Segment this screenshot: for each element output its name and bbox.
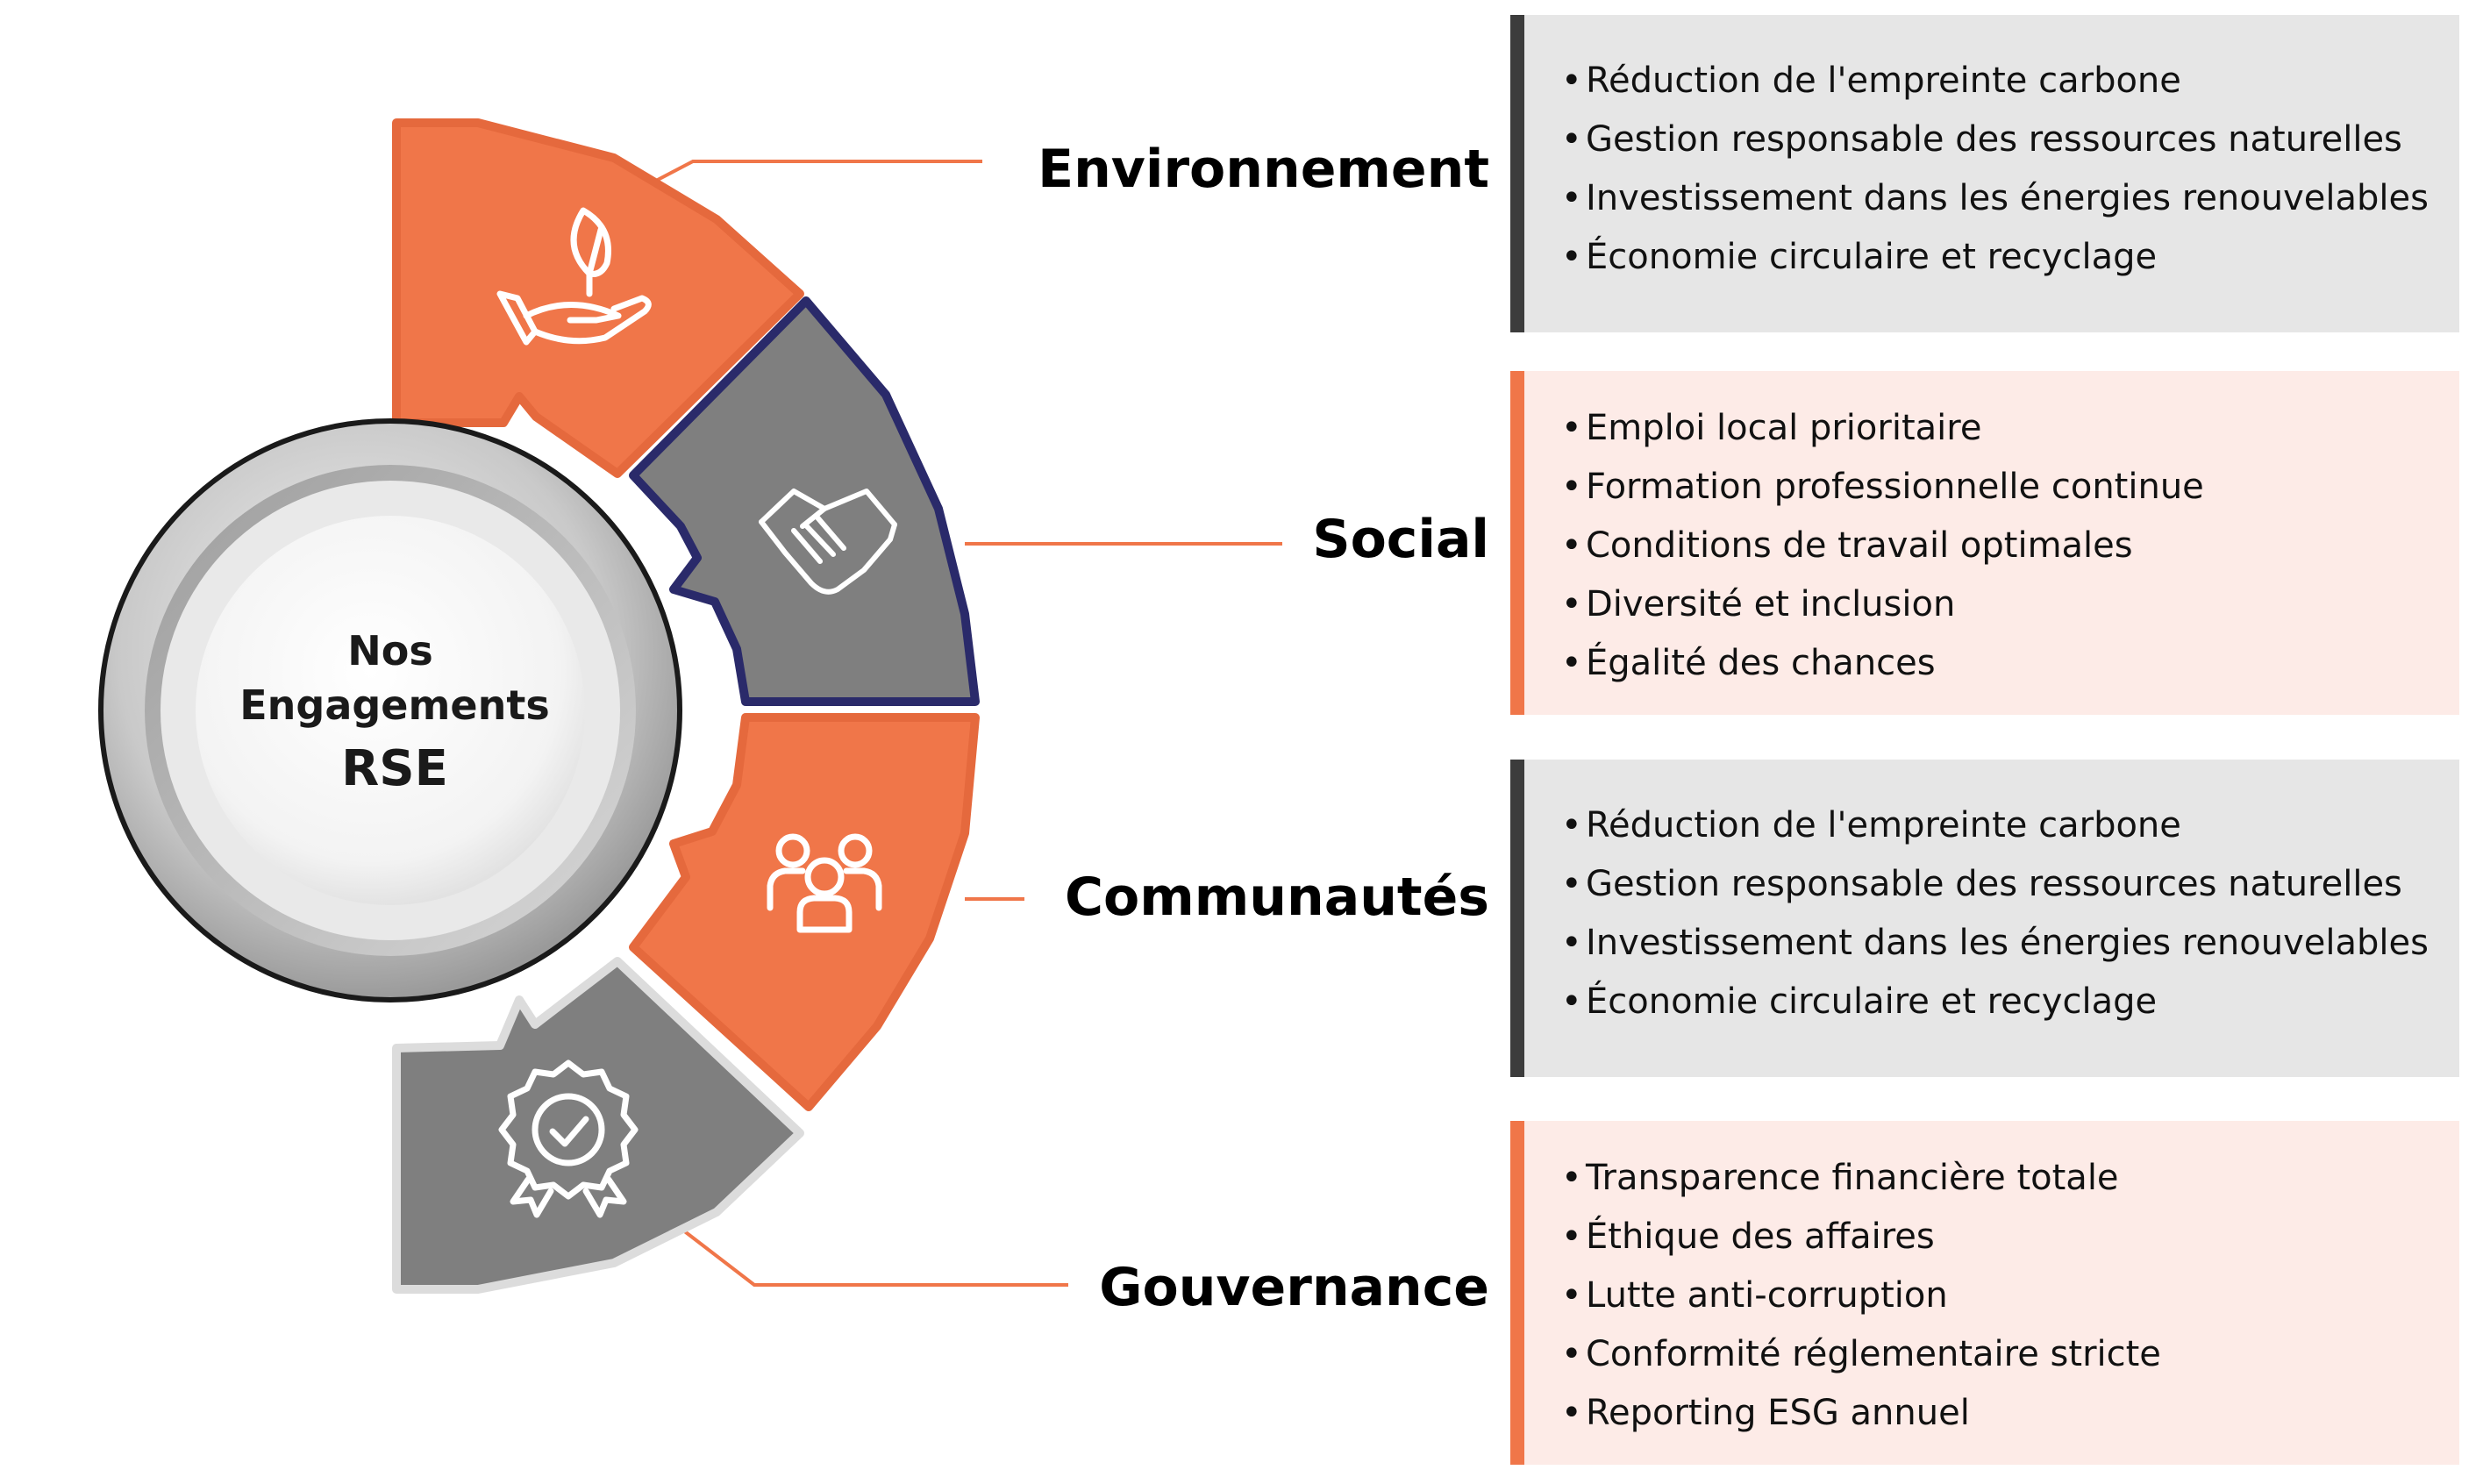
pillar-title-social: Social — [1312, 509, 1489, 570]
list-item: •Investissement dans les énergies renouv… — [1561, 178, 2429, 218]
box-environnement: •Réduction de l'empreinte carbone •Gesti… — [1510, 15, 2459, 332]
connector-gouvernance — [681, 1228, 1068, 1287]
list-item: •Éthique des affaires — [1561, 1216, 1935, 1257]
list-item: •Lutte anti-corruption — [1561, 1275, 1948, 1316]
list-item: •Investissement dans les énergies renouv… — [1561, 923, 2429, 963]
list-item: •Réduction de l'empreinte carbone — [1561, 61, 2181, 101]
list-item: •Formation professionnelle continue — [1561, 467, 2204, 507]
list-item: •Gestion responsable des ressources natu… — [1561, 119, 2402, 160]
hand-leaf-icon — [496, 207, 652, 346]
segment-social — [629, 296, 980, 706]
list-item: •Transparence financière totale — [1561, 1158, 2119, 1198]
list-gouvernance: •Transparence financière totale •Éthique… — [1561, 1149, 2424, 1443]
center-title-line1: Nos — [347, 627, 432, 674]
box-gouvernance: •Transparence financière totale •Éthique… — [1510, 1121, 2459, 1465]
pillar-title-gouvernance: Gouvernance — [1099, 1257, 1489, 1318]
center-title-line3: RSE — [341, 740, 448, 797]
list-item: •Conformité réglementaire stricte — [1561, 1334, 2161, 1374]
list-social: •Emploi local prioritaire •Formation pro… — [1561, 399, 2424, 693]
box-social: •Emploi local prioritaire •Formation pro… — [1510, 371, 2459, 715]
list-item: •Conditions de travail optimales — [1561, 525, 2133, 566]
community-group-icon — [767, 833, 882, 933]
list-item: •Reporting ESG annuel — [1561, 1393, 1970, 1433]
list-environnement: •Réduction de l'empreinte carbone •Gesti… — [1561, 52, 2429, 287]
list-item: •Réduction de l'empreinte carbone — [1561, 805, 2181, 845]
list-communautes: •Réduction de l'empreinte carbone •Gesti… — [1561, 796, 2429, 1031]
list-item: •Emploi local prioritaire — [1561, 408, 1982, 448]
list-item: •Économie circulaire et recyclage — [1561, 237, 2158, 277]
list-item: •Gestion responsable des ressources natu… — [1561, 864, 2402, 904]
segment-environnement — [392, 118, 804, 478]
pillar-title-environnement: Environnement — [1038, 139, 1489, 200]
box-communautes: •Réduction de l'empreinte carbone •Gesti… — [1510, 760, 2459, 1077]
segment-communautes — [629, 713, 980, 1111]
pillar-title-communautes: Communautés — [1065, 867, 1489, 928]
award-badge-icon — [498, 1059, 639, 1218]
segment-gouvernance — [392, 957, 804, 1294]
list-item: •Diversité et inclusion — [1561, 584, 1956, 624]
center-circle: Nos Engagements RSE — [98, 418, 682, 1002]
list-item: •Économie circulaire et recyclage — [1561, 981, 2158, 1022]
handshake-icon — [759, 489, 897, 595]
center-title-line2: Engagements — [239, 681, 550, 729]
list-item: •Égalité des chances — [1561, 643, 1936, 683]
